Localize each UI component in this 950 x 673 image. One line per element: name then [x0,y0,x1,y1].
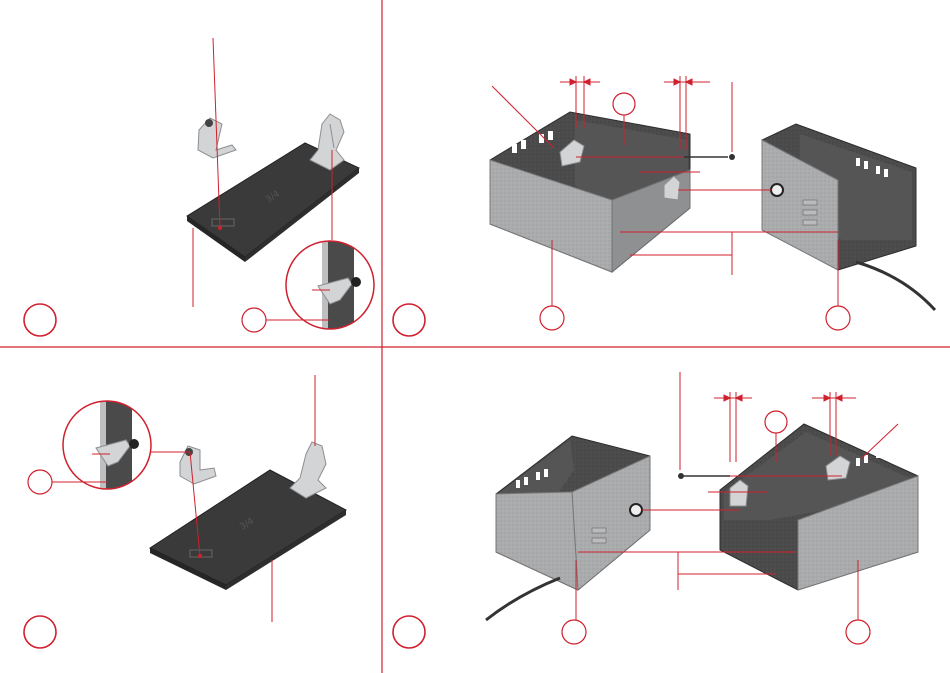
housing-half-left [490,112,690,272]
housing-half-left [496,436,650,590]
magnifier-circle-icon [63,401,151,489]
step-circle-icon [24,304,56,336]
callout-circle-icon [765,411,787,433]
callout-circle-icon [540,306,564,330]
callout-circle-icon [28,470,52,494]
callout-circle-icon [242,308,266,332]
step-circle-icon [24,616,56,648]
pin-icon [678,473,730,479]
dimension-arrow-icon [714,392,752,462]
panel-step-2 [393,76,935,336]
bushing [771,184,783,196]
foot-bracket-right [310,114,344,170]
callout-circle-icon [826,306,850,330]
bracket-hole [205,119,213,127]
step-circle-icon [393,616,425,648]
step-circle-icon [393,304,425,336]
foot-bracket-right [290,442,326,498]
housing-half-right [762,124,916,270]
bushing [630,504,642,516]
cable-icon [856,262,935,310]
cable-icon [486,578,560,620]
panel-step-3: 3/4 [24,375,346,648]
panel-step-4 [393,372,918,648]
housing-half-right [720,424,918,590]
callout-circle-icon [613,93,635,115]
leader-line [492,86,554,148]
callout-circle-icon [562,620,586,644]
magnifier-circle-icon [286,241,374,329]
pin-icon [684,154,735,160]
callout-circle-icon [846,620,870,644]
panel-step-1: 3/4 [24,38,374,336]
